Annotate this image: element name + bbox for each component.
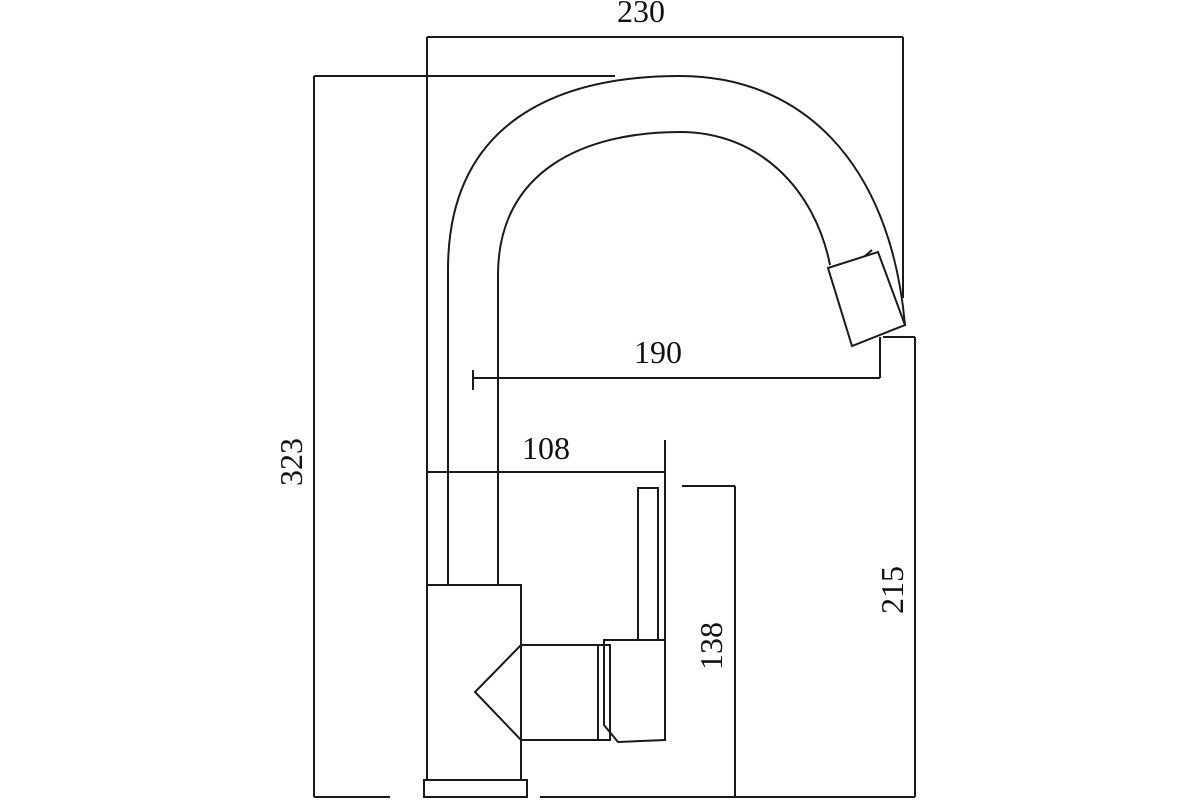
spout-inner-contour <box>497 130 831 585</box>
label-215: 215 <box>874 566 910 614</box>
mixer-body <box>426 584 522 781</box>
handle-lever <box>637 487 659 641</box>
aerator-head <box>826 250 907 348</box>
label-230: 230 <box>617 0 665 29</box>
aerator-seam <box>864 249 873 257</box>
dimension-labels: 230 190 108 323 215 138 <box>273 0 910 670</box>
cartridge-housing <box>473 644 599 741</box>
label-323: 323 <box>273 438 309 486</box>
dimension-lines <box>313 36 916 798</box>
label-190: 190 <box>634 334 682 370</box>
faucet-outline <box>423 74 907 798</box>
label-138: 138 <box>693 622 729 670</box>
base-flange <box>423 779 528 798</box>
handle-body <box>603 639 666 744</box>
spout-outer-contour <box>447 74 906 585</box>
label-108: 108 <box>522 430 570 466</box>
